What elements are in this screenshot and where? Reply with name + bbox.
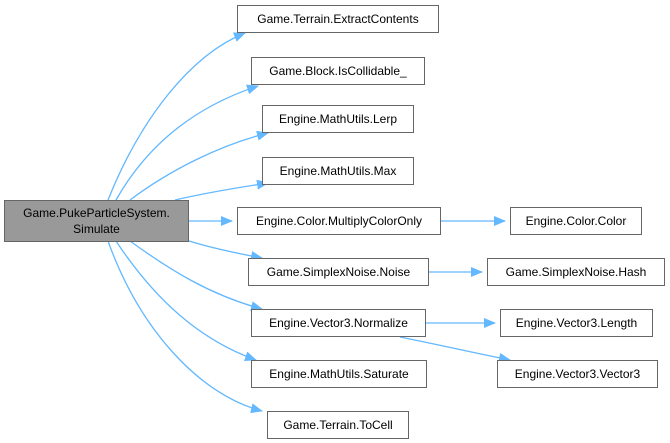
node-vector3-length[interactable]: Engine.Vector3.Length — [500, 309, 653, 337]
edge-normalize-to-vec3 — [399, 336, 511, 363]
node-saturate[interactable]: Engine.MathUtils.Saturate — [251, 360, 427, 388]
root-label-line1: Game.PukeParticleSystem. — [23, 206, 170, 220]
root-label-line2: Simulate — [73, 222, 120, 236]
edge-root-to-lerp — [129, 130, 269, 201]
edge-root-to-normalize — [129, 240, 263, 311]
node-max[interactable]: Engine.MathUtils.Max — [262, 157, 414, 185]
node-label: Game.SimplexNoise.Hash — [505, 265, 647, 279]
node-label: Game.SimplexNoise.Noise — [266, 265, 411, 279]
node-vector3-ctor[interactable]: Engine.Vector3.Vector3 — [497, 360, 658, 388]
node-simplex-noise[interactable]: Game.SimplexNoise.Noise — [248, 258, 429, 286]
node-color-color[interactable]: Engine.Color.Color — [510, 207, 642, 235]
node-simplex-hash[interactable]: Game.SimplexNoise.Hash — [487, 258, 665, 286]
node-label: Engine.MathUtils.Max — [279, 164, 397, 178]
node-label: Engine.Color.Color — [525, 214, 627, 228]
node-label: Engine.MathUtils.Lerp — [278, 112, 398, 126]
edge-root-to-max — [174, 179, 269, 201]
node-label: Engine.Color.MultiplyColorOnly — [255, 214, 423, 228]
node-label: Engine.MathUtils.Saturate — [269, 367, 409, 381]
edge-root-to-tocell — [107, 240, 263, 414]
edge-root-to-noise — [188, 240, 263, 261]
edge-root-to-saturate — [115, 240, 257, 362]
node-root-simulate[interactable]: Game.PukeParticleSystem. Simulate — [4, 200, 189, 242]
edge-root-to-extract — [107, 32, 246, 201]
node-label: Game.Block.IsCollidable_ — [269, 64, 407, 78]
node-label: Engine.Vector3.Normalize — [269, 316, 408, 330]
node-lerp[interactable]: Engine.MathUtils.Lerp — [262, 105, 414, 133]
node-is-collidable[interactable]: Game.Block.IsCollidable_ — [251, 57, 425, 85]
edge-root-to-iscoll — [115, 84, 259, 201]
node-vector3-normalize[interactable]: Engine.Vector3.Normalize — [251, 309, 426, 337]
node-label: Engine.Vector3.Vector3 — [514, 367, 641, 381]
node-label: Engine.Vector3.Length — [515, 316, 638, 330]
node-to-cell[interactable]: Game.Terrain.ToCell — [267, 411, 409, 439]
node-label: Game.Terrain.ToCell — [283, 418, 393, 432]
node-label: Game.Terrain.ExtractContents — [257, 12, 419, 26]
node-extract-contents[interactable]: Game.Terrain.ExtractContents — [237, 5, 439, 33]
node-multiply-color-only[interactable]: Engine.Color.MultiplyColorOnly — [237, 207, 441, 235]
